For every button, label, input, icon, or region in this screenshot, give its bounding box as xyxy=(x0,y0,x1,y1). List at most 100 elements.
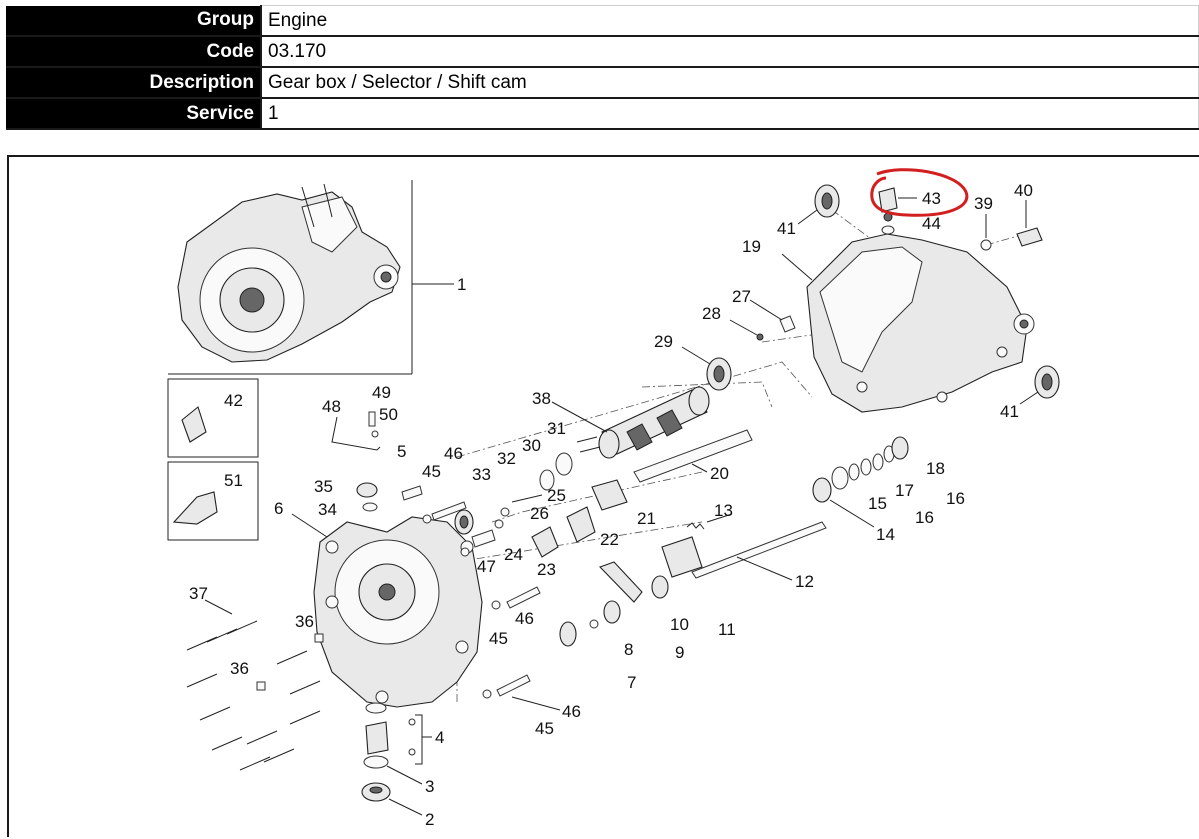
assembled-gearbox-inset: 1 xyxy=(168,180,466,375)
shift-fork-21: 21 xyxy=(591,479,656,528)
inset-box-51: 51 xyxy=(167,461,259,541)
callout-29: 29 xyxy=(654,332,673,351)
callout-37: 37 xyxy=(189,584,208,603)
shift-fork-23: 23 xyxy=(531,526,559,579)
callout-9: 9 xyxy=(675,643,684,662)
callout-47: 47 xyxy=(477,557,496,576)
part-25: 25 xyxy=(500,486,566,517)
orings-17: 17 xyxy=(848,453,914,500)
exploded-parts-diagram: 1 42 51 6 xyxy=(7,155,1199,837)
info-row-service: Service 1 xyxy=(6,97,1199,130)
ring-32: 32 xyxy=(497,449,555,491)
callout-6: 6 xyxy=(274,499,283,518)
callout-26: 26 xyxy=(530,504,549,523)
callout-46c: 46 xyxy=(562,702,581,721)
part-26: 26 xyxy=(494,504,549,529)
callout-16b: 16 xyxy=(946,489,965,508)
bearing-41-top: 41 xyxy=(777,184,840,238)
bolt-46-b: 46 xyxy=(506,586,541,628)
callout-23: 23 xyxy=(537,560,556,579)
callout-8: 8 xyxy=(624,640,633,659)
callout-28: 28 xyxy=(702,304,721,323)
bearing-29: 29 xyxy=(654,332,732,391)
neutral-sensor-43: 43 xyxy=(870,168,969,222)
code-value: 03.170 xyxy=(260,35,1199,68)
clip-8: 8 xyxy=(589,619,633,659)
bolt-46-a: 46 xyxy=(431,444,467,521)
callout-21: 21 xyxy=(637,509,656,528)
callout-30: 30 xyxy=(522,436,541,455)
shift-fork-shaft: 20 xyxy=(633,429,753,483)
selector-shaft: 12 xyxy=(661,521,827,591)
callout-7: 7 xyxy=(627,673,636,692)
washer-45-c: 45 xyxy=(482,689,554,738)
callout-33: 33 xyxy=(472,465,491,484)
callout-41b: 41 xyxy=(1000,402,1019,421)
info-table: Group Engine Code 03.170 Description Gea… xyxy=(6,5,1199,130)
callout-46a: 46 xyxy=(444,444,463,463)
callout-16a: 16 xyxy=(915,508,934,527)
callout-42: 42 xyxy=(224,391,243,410)
callout-45b: 45 xyxy=(489,629,508,648)
washer-47: 47 xyxy=(460,547,496,576)
lever-10: 10 xyxy=(599,561,689,634)
bush-9: 9 xyxy=(603,600,684,662)
screw-28: 28 xyxy=(702,304,764,341)
washer-39: 39 xyxy=(974,194,993,251)
spring-13: 13 xyxy=(686,501,733,530)
callout-14: 14 xyxy=(876,525,895,544)
bolts-37: 37 xyxy=(186,584,321,771)
pins-31: 31 xyxy=(547,419,601,453)
left-gearbox-housing: 6 xyxy=(274,499,483,708)
callout-35: 35 xyxy=(314,477,333,496)
callout-43: 43 xyxy=(922,189,941,208)
code-label: Code xyxy=(6,36,261,68)
plug-35: 35 xyxy=(314,477,378,498)
pin-27: 27 xyxy=(732,287,796,333)
plug-2: 2 xyxy=(361,782,434,829)
callout-10: 10 xyxy=(670,615,689,634)
callout-39: 39 xyxy=(974,194,993,213)
callout-46b: 46 xyxy=(515,609,534,628)
shift-cam-drum: 38 xyxy=(532,386,710,459)
callout-36b: 36 xyxy=(230,659,249,678)
washer-16-b: 16 xyxy=(883,445,965,508)
group-label: Group xyxy=(6,5,261,37)
callout-1: 1 xyxy=(457,275,466,294)
seal-11: 11 xyxy=(651,575,736,639)
part-24: 24 xyxy=(471,529,523,564)
group-value: Engine xyxy=(260,5,1199,37)
description-label: Description xyxy=(6,67,261,99)
washer-50: 50 xyxy=(371,405,398,438)
washer-16-a: 16 xyxy=(915,508,934,527)
callout-12: 12 xyxy=(795,572,814,591)
callout-2: 2 xyxy=(425,810,434,829)
bracket-48: 48 xyxy=(322,397,381,451)
bearing-33: 33 xyxy=(454,465,491,535)
callout-22: 22 xyxy=(600,530,619,549)
inset-box-42: 42 xyxy=(167,378,259,458)
drain-plug-set-4: 4 xyxy=(363,702,444,769)
callout-24: 24 xyxy=(504,545,523,564)
callout-25: 25 xyxy=(547,486,566,505)
callout-32: 32 xyxy=(497,449,516,468)
dowel-5: 5 xyxy=(397,442,423,501)
switch-40: 40 xyxy=(1014,181,1043,247)
ring-30: 30 xyxy=(522,436,573,476)
callout-19: 19 xyxy=(742,237,761,256)
service-value: 1 xyxy=(260,97,1199,130)
dowel-36-b: 36 xyxy=(230,659,266,691)
service-label: Service xyxy=(6,98,261,130)
washer-45-b: 45 xyxy=(489,600,508,648)
red-highlight-circle xyxy=(870,168,969,217)
callout-34: 34 xyxy=(318,500,337,519)
bush-15: 15 xyxy=(831,466,887,513)
dowel-36-a: 36 xyxy=(295,612,324,643)
description-value: Gear box / Selector / Shift cam xyxy=(260,66,1199,99)
oring-34: 34 xyxy=(318,500,378,519)
callout-27: 27 xyxy=(732,287,751,306)
callout-15: 15 xyxy=(868,494,887,513)
callout-17: 17 xyxy=(895,481,914,500)
callout-18: 18 xyxy=(926,459,945,478)
callout-3: 3 xyxy=(425,777,434,796)
